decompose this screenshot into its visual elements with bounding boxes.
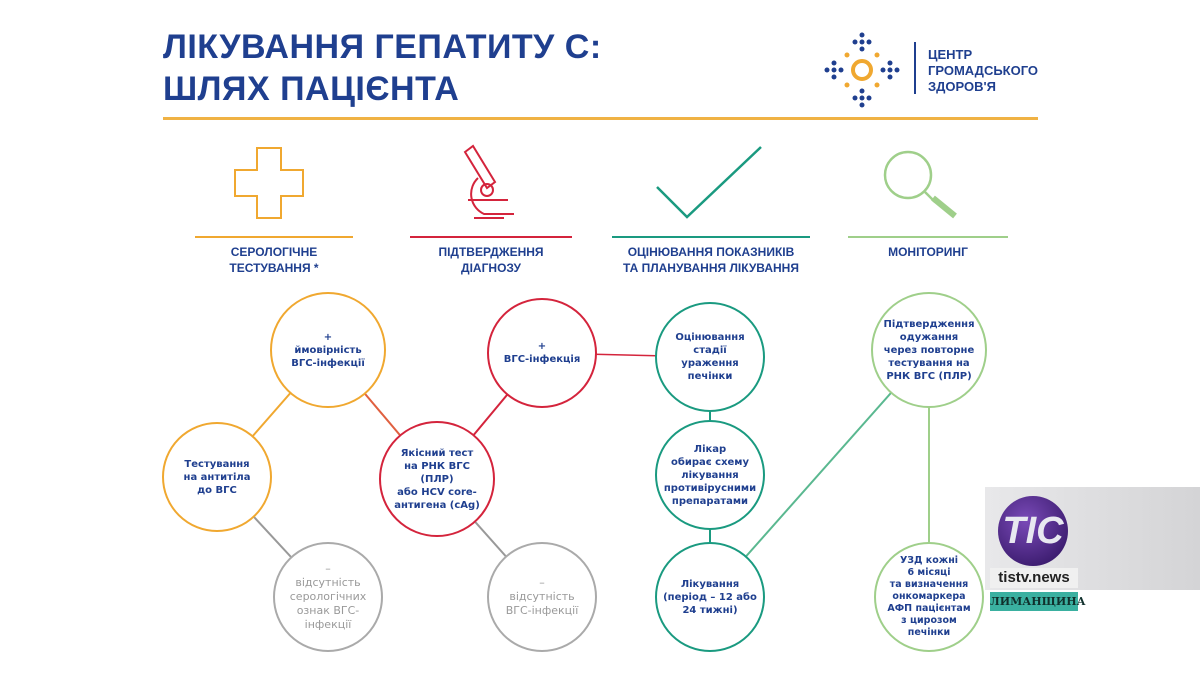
node-recovery-confirmation: Підтвердження одужання через повторне те… bbox=[871, 292, 987, 408]
logo-text: ЦЕНТР ГРОМАДСЬКОГО ЗДОРОВ'Я bbox=[928, 47, 1039, 94]
checkmark-icon bbox=[656, 146, 762, 219]
stage-label: ОЦІНЮВАННЯ ПОКАЗНИКІВ ТА ПЛАНУВАННЯ ЛІКУ… bbox=[623, 245, 799, 275]
node-infection: + ВГС-інфекція bbox=[487, 298, 597, 408]
stage-label: ПІДТВЕРДЖЕННЯ ДІАГНОЗУ bbox=[438, 245, 544, 275]
tv-site-name: tistv.news bbox=[990, 568, 1078, 588]
public-health-center-logo-icon bbox=[824, 32, 900, 108]
node-liver-stage: Оцінювання стадії ураження печінки bbox=[655, 302, 765, 412]
node-probable-infection: + ймовірність ВГС-інфекції bbox=[270, 292, 386, 408]
node-doctor-scheme: Лікар обирає схему лікування противірусн… bbox=[655, 420, 765, 530]
node-antibody-test: Тестування на антитіла до ВГС bbox=[162, 422, 272, 532]
node-ultrasound-monitoring: УЗД кожні 6 місяці та визначення онкомар… bbox=[874, 542, 984, 652]
logo-divider bbox=[914, 42, 916, 94]
node-no-serological-signs: – відсутність серологічних ознак ВГС- ін… bbox=[273, 542, 383, 652]
page-title: ЛІКУВАННЯ ГЕПАТИТУ С: ШЛЯХ ПАЦІЄНТА bbox=[163, 26, 602, 110]
cross-icon bbox=[234, 147, 304, 219]
title-divider bbox=[163, 117, 1038, 120]
node-no-infection: – відсутність ВГС-інфекції bbox=[487, 542, 597, 652]
stage-label: СЕРОЛОГІЧНЕ ТЕСТУВАННЯ * bbox=[229, 245, 319, 275]
node-rna-test: Якісний тест на РНК ВГС (ПЛР) або HCV co… bbox=[379, 421, 495, 537]
tv-channel-logo: TIC bbox=[998, 496, 1068, 566]
microscope-icon bbox=[463, 144, 514, 219]
magnifier-icon bbox=[883, 150, 957, 219]
stage-label: МОНІТОРИНГ bbox=[888, 245, 968, 259]
tv-region-label: ЛИМАНЩИНА bbox=[990, 592, 1086, 611]
title-line-1: ЛІКУВАННЯ ГЕПАТИТУ С: bbox=[163, 28, 602, 66]
title-line-2: ШЛЯХ ПАЦІЄНТА bbox=[163, 70, 460, 108]
node-treatment: Лікування (період – 12 або 24 тижні) bbox=[655, 542, 765, 652]
